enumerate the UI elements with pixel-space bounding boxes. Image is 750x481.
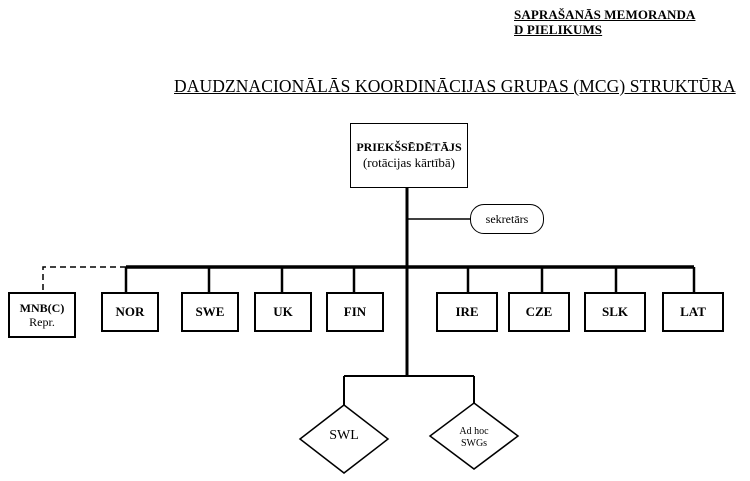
adhoc-label-line-2: SWGs: [460, 438, 488, 449]
country-box-ire: IRE: [436, 292, 498, 332]
mnb-sublabel: Repr.: [29, 315, 55, 329]
country-box-fin: FIN: [326, 292, 384, 332]
adhoc-diamond: [428, 402, 520, 470]
swl-label: SWL: [329, 428, 359, 443]
adhoc-label: Ad hoc SWGs: [434, 426, 514, 450]
secretary-box: sekretārs: [470, 204, 544, 234]
chairman-subtitle: (rotācijas kārtībā): [362, 155, 456, 170]
country-box-uk: UK: [254, 292, 312, 332]
swl-diamond: [298, 404, 390, 474]
memo-line-1: SAPRAŠANĀS MEMORANDA: [514, 7, 696, 22]
mnb-dashed-link: [42, 266, 126, 292]
page-title: DAUDZNACIONĀLĀS KOORDINĀCIJAS GRUPAS (MC…: [174, 76, 736, 96]
country-box-lat: LAT: [662, 292, 724, 332]
memo-header: SAPRAŠANĀS MEMORANDA D PIELIKUMS: [514, 7, 695, 37]
memo-line-2: D PIELIKUMS: [514, 22, 603, 37]
country-box-swe: SWE: [181, 292, 239, 332]
country-box-cze: CZE: [508, 292, 570, 332]
chairman-title: PRIEKŠSĒDĒTĀJS: [356, 140, 462, 154]
country-box-nor: NOR: [101, 292, 159, 332]
mnb-label: MNB(C): [19, 301, 65, 315]
mnb-box: MNB(C) Repr.: [8, 292, 76, 338]
adhoc-label-line-1: Ad hoc: [459, 426, 489, 437]
country-box-slk: SLK: [584, 292, 646, 332]
chairman-box: PRIEKŠSĒDĒTĀJS (rotācijas kārtībā): [350, 123, 468, 188]
